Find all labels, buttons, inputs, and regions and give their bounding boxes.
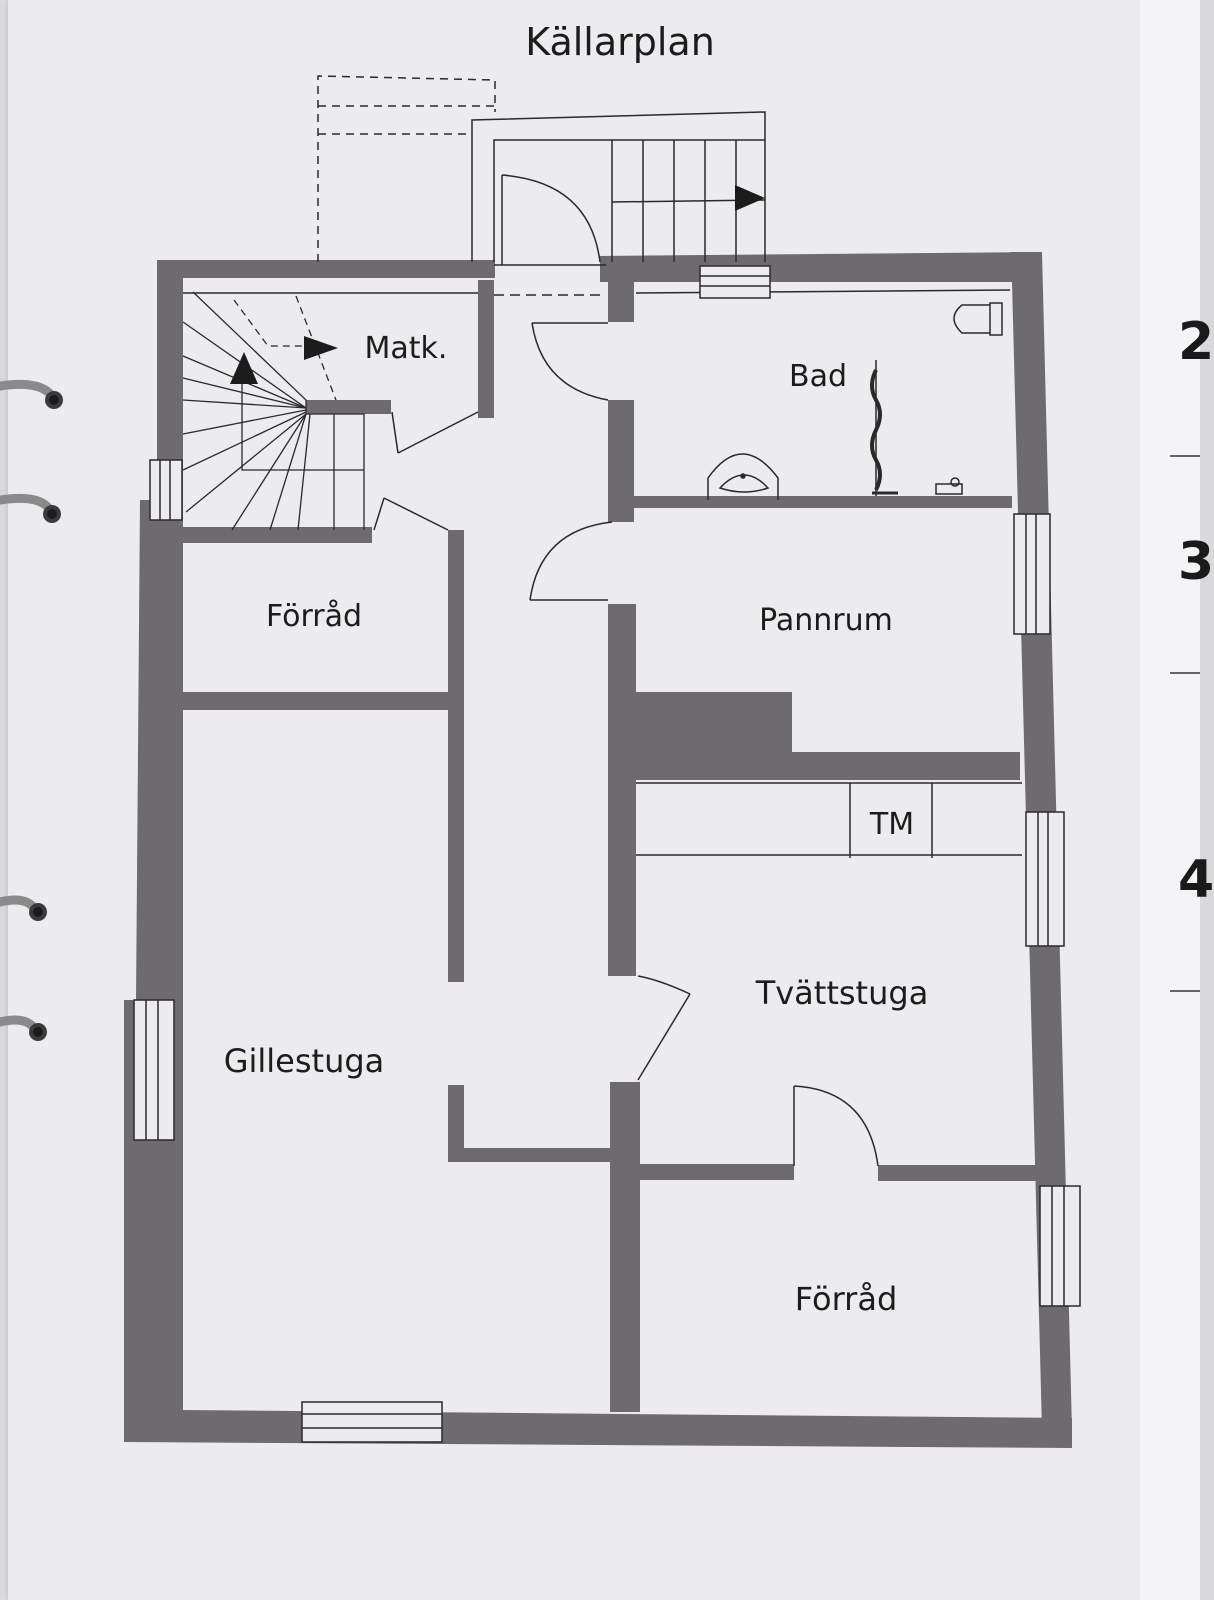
fixtures xyxy=(707,302,1003,500)
wall-bad-south xyxy=(630,496,1012,508)
wall-stair-south xyxy=(180,527,372,543)
window-east-forrad xyxy=(1039,1185,1081,1307)
room-label-forrad-top: Förråd xyxy=(266,599,362,634)
toilet-icon xyxy=(953,302,1003,336)
room-label-tm: TM xyxy=(869,807,914,842)
tab-divider xyxy=(1170,990,1200,992)
outer-wall-south xyxy=(124,1400,1072,1448)
stair-arrow-icon xyxy=(304,336,338,360)
wall-bad-door-jamb xyxy=(608,282,634,322)
next-page-edge xyxy=(1140,0,1200,1600)
wall-forrad-north-b xyxy=(878,1165,1044,1181)
room-label-matk: Matk. xyxy=(365,331,448,366)
wall-matk-south xyxy=(306,400,391,414)
doors xyxy=(373,322,879,1167)
wall-corridor-south xyxy=(448,1148,611,1162)
tab-number: 2 xyxy=(1178,312,1214,372)
tab-divider xyxy=(1170,455,1200,457)
window-east-tvatt xyxy=(1025,811,1065,947)
plan-title: Källarplan xyxy=(525,20,715,64)
room-label-pannrum: Pannrum xyxy=(759,603,893,638)
binder-ring-icon xyxy=(0,493,61,523)
binder-ring-icon xyxy=(0,379,63,409)
binder-ring-icon xyxy=(0,895,47,921)
interior-staircase xyxy=(182,291,365,531)
wall-matk-east xyxy=(478,280,494,418)
wall-corridor-west xyxy=(448,530,464,982)
room-label-tvattstuga: Tvättstuga xyxy=(755,974,929,1012)
windows xyxy=(133,265,1081,1443)
window-south xyxy=(301,1401,443,1443)
outer-wall-west-north xyxy=(157,260,495,1400)
room-label-gillestuga: Gillestuga xyxy=(224,1042,385,1080)
stair-up-arrow-icon xyxy=(230,352,258,384)
wall-forrad-south xyxy=(176,692,454,710)
shower-icon xyxy=(870,360,898,496)
wall-forrad-west xyxy=(610,1082,640,1412)
window-north xyxy=(699,265,771,299)
wall-pannrum-south xyxy=(636,692,1020,780)
wall-forrad-north-a xyxy=(640,1164,794,1180)
room-label-bad: Bad xyxy=(789,359,847,394)
window-east-pannrum xyxy=(1013,513,1051,635)
binder-ring-icon xyxy=(0,1015,47,1041)
wall-outlines xyxy=(183,289,1022,858)
window-west-stair xyxy=(149,459,183,521)
window-west-gillestuga xyxy=(133,999,175,1141)
wall-bad-west xyxy=(608,400,634,522)
wall-gillestuga-jamb xyxy=(448,1085,464,1161)
wall-corridor-east xyxy=(608,604,636,976)
tab-divider xyxy=(1170,672,1200,674)
sink-icon xyxy=(707,453,779,500)
outer-wall-north-east xyxy=(600,252,1040,282)
tab-number: 4 xyxy=(1178,850,1214,910)
outer-wall-west-mid xyxy=(136,500,180,1000)
floor-drain-icon xyxy=(935,477,963,495)
room-label-forrad-bottom: Förråd xyxy=(795,1280,898,1318)
stair-arrow-icon xyxy=(735,185,765,211)
tab-number: 3 xyxy=(1178,532,1214,592)
